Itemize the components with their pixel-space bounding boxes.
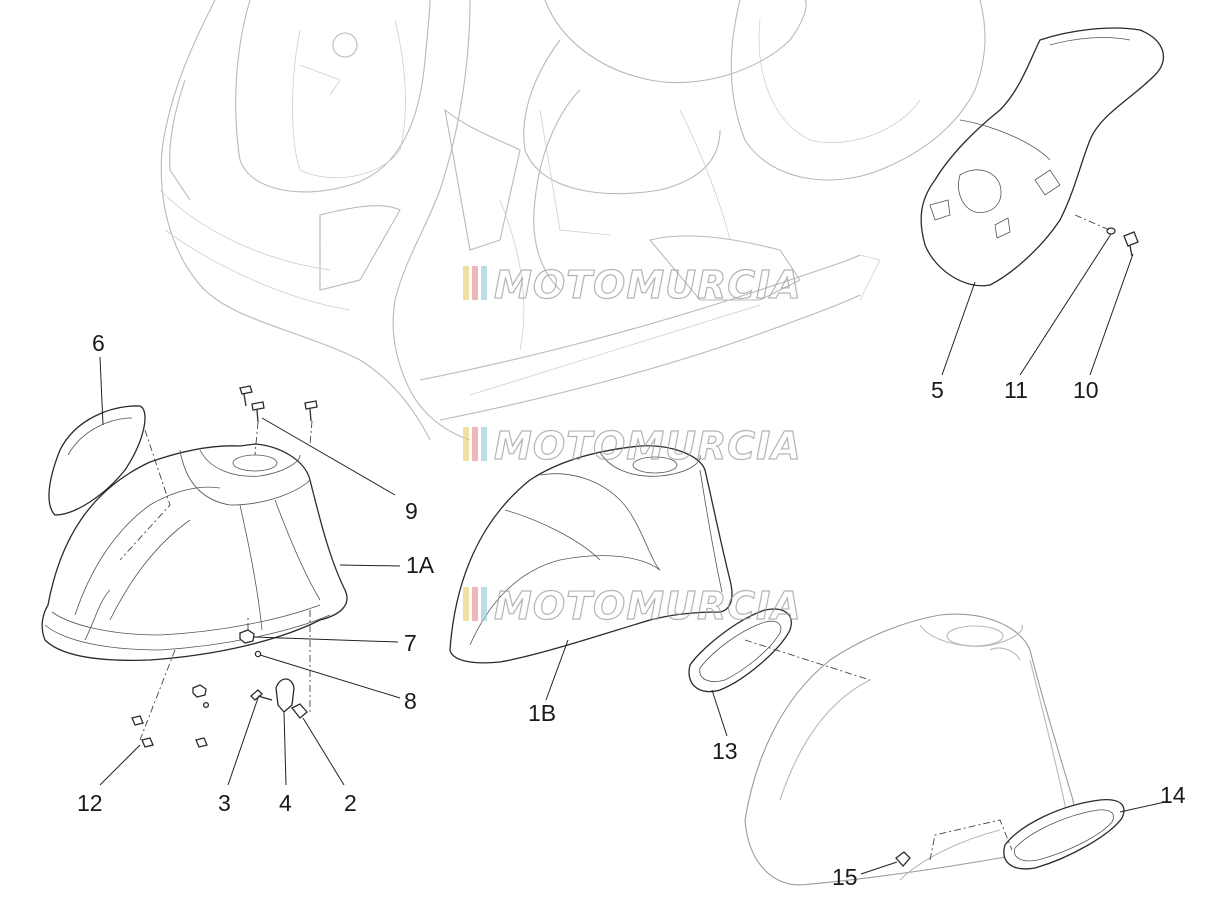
parts-10-11-fasteners — [1106, 227, 1139, 257]
watermark-middle: MOTOMURCIA — [463, 423, 802, 469]
part-14-seal — [1003, 799, 1125, 870]
callout-3: 3 — [218, 790, 231, 816]
callout-labels: 6 9 1A 7 8 12 3 4 2 1B 13 14 15 5 11 10 — [77, 330, 1186, 890]
ghost-mudguard-right — [744, 613, 1076, 886]
callout-4: 4 — [279, 790, 292, 816]
watermark-bottom: MOTOMURCIA — [463, 583, 802, 629]
callout-13: 13 — [712, 738, 738, 764]
assembly-lines — [119, 214, 1113, 861]
watermark-text: MOTOMURCIA — [494, 424, 802, 468]
scooter-body-ghost — [159, 0, 986, 441]
callout-14: 14 — [1160, 782, 1186, 808]
watermark-top: MOTOMURCIA — [463, 262, 802, 308]
callout-1b: 1B — [528, 700, 556, 726]
callout-1a: 1A — [406, 552, 435, 578]
part-1a-front-mudguard — [41, 443, 348, 661]
watermark-text: MOTOMURCIA — [494, 584, 802, 628]
hardware-small-parts — [131, 629, 308, 748]
callout-6: 6 — [92, 330, 105, 356]
callout-8: 8 — [404, 688, 417, 714]
callout-2: 2 — [344, 790, 357, 816]
watermark-text: MOTOMURCIA — [494, 263, 802, 307]
part-1b-inner-mudguard — [449, 445, 733, 664]
part-13-seal — [688, 608, 792, 693]
callout-9: 9 — [405, 498, 418, 524]
callout-7: 7 — [404, 630, 417, 656]
callout-5: 5 — [931, 377, 944, 403]
part-9-screws — [239, 385, 318, 423]
callout-11: 11 — [1004, 377, 1028, 403]
part-5-splash-guard — [920, 27, 1164, 287]
callout-15: 15 — [832, 864, 858, 890]
callout-12: 12 — [77, 790, 103, 816]
callout-10: 10 — [1073, 377, 1099, 403]
part-6-trim-plate — [48, 405, 146, 516]
part-15-clip — [895, 851, 911, 867]
leader-lines — [99, 233, 1166, 875]
